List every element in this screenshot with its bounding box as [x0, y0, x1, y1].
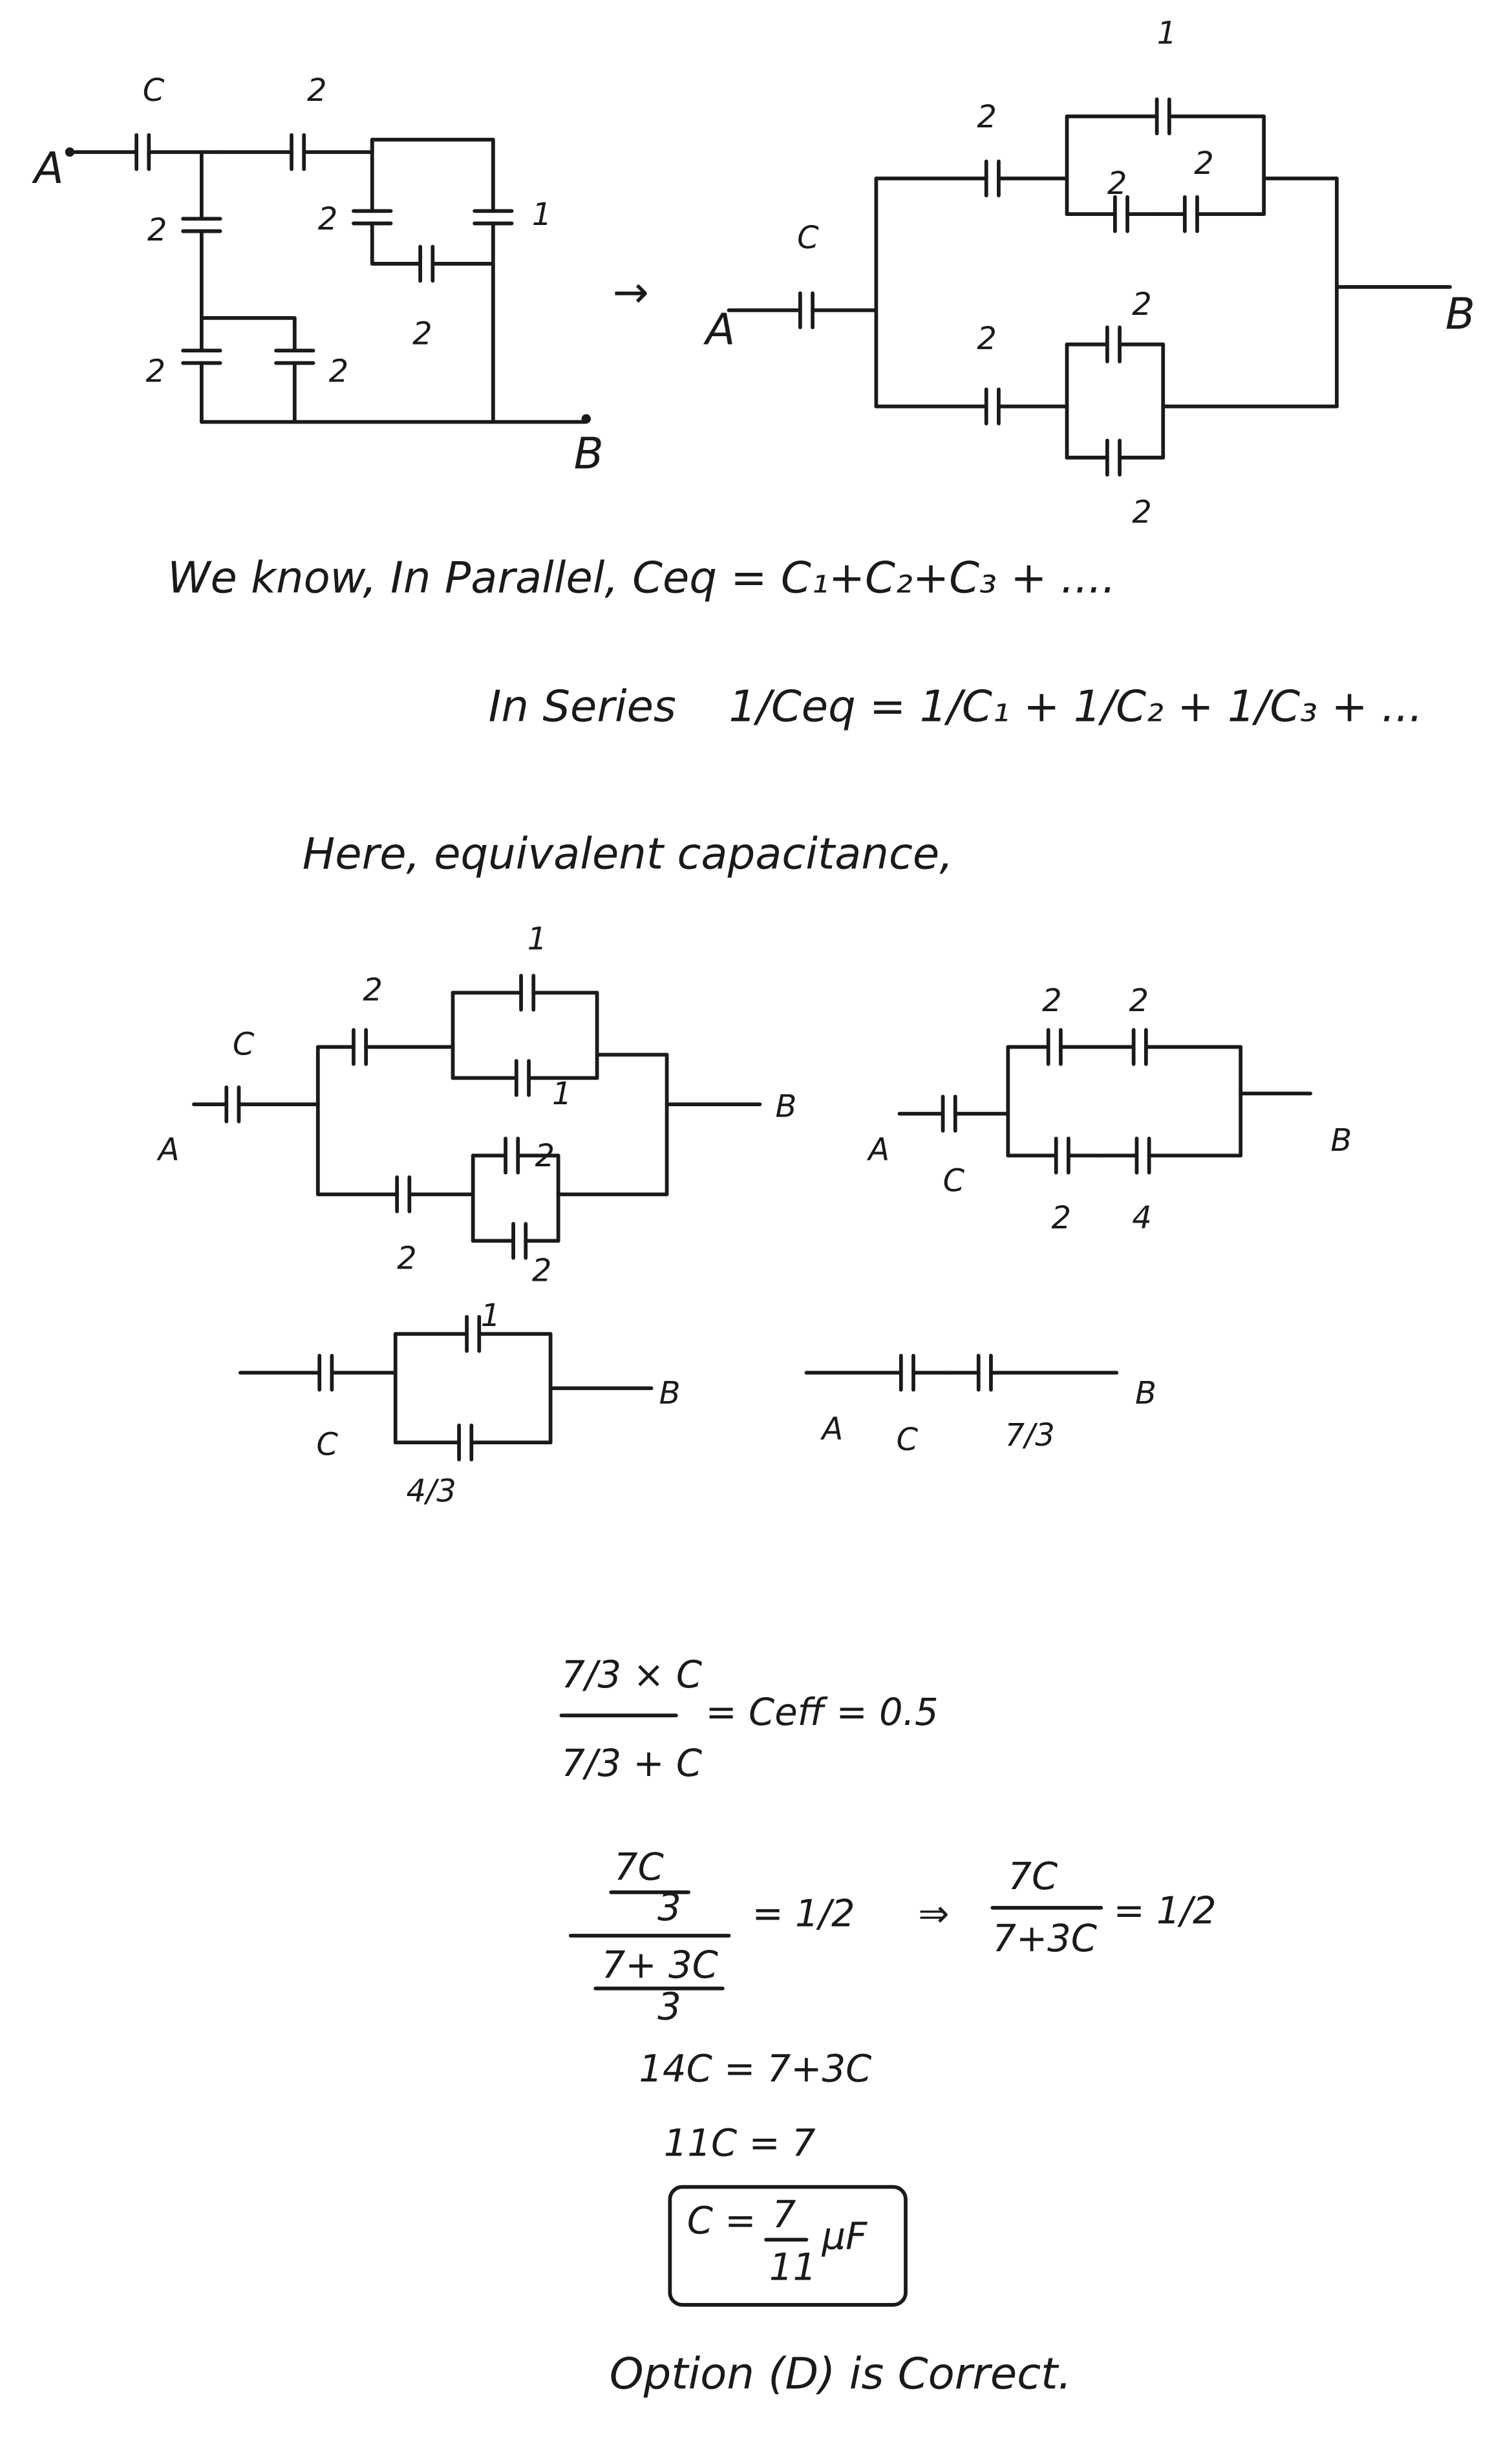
cap-label: 2	[535, 1138, 555, 1174]
eq4: 14C = 7+3C	[639, 2048, 871, 2091]
parallel-formula: We know, In Parallel, Ceq = C₁+C₂+C₃ + .…	[167, 553, 1116, 603]
arrow-icon: →	[613, 267, 649, 317]
cap-label: 2	[412, 316, 432, 352]
series-formula: 1/Ceq = 1/C₁ + 1/C₂ + 1/C₃ + ...	[729, 681, 1423, 732]
cap-label: C	[316, 1426, 338, 1462]
cap-label: 2	[147, 212, 167, 248]
cap-label: 7/3	[1005, 1417, 1055, 1453]
terminal-a: A	[866, 1132, 889, 1168]
cap-label: C	[797, 220, 819, 256]
terminal-b: B	[574, 429, 604, 479]
cap-label: 2	[1132, 286, 1152, 323]
terminal-a: A	[703, 305, 736, 355]
cap-label: 2	[532, 1253, 552, 1289]
cap-label: 2	[977, 99, 997, 135]
cap-label: 2	[977, 321, 997, 357]
eq1-rhs: = Ceff = 0.5	[706, 1691, 939, 1734]
cap-label: 1	[552, 1076, 572, 1112]
diagram-step2: A B C 2 2 2 4	[866, 983, 1352, 1236]
cap-label: C	[143, 72, 165, 109]
eq3-denominator: 7+3C	[992, 1917, 1097, 1960]
diagram-redrawn: A B C 2 1 2 2 2 2 2	[703, 15, 1475, 530]
terminal-b: B	[659, 1375, 681, 1411]
heading-equivalent: Here, equivalent capacitance,	[303, 829, 953, 879]
diagram-step3: B C 1 4/3	[316, 1298, 680, 1509]
eq2-den-bot: 3	[657, 1985, 681, 2029]
cap-label: 2	[146, 353, 166, 389]
eq2-num-bot: 3	[657, 1886, 681, 1929]
eq1-numerator: 7/3 × C	[561, 1653, 702, 1696]
cap-label: 2	[363, 972, 383, 1008]
terminal-a: A	[156, 1132, 180, 1168]
cap-label: 1	[1157, 15, 1177, 51]
series-label: In Series	[489, 681, 676, 732]
conclusion: Option (D) is Correct.	[610, 2349, 1072, 2399]
cap-label: 2	[329, 353, 349, 389]
terminal-b: B	[775, 1088, 796, 1124]
cap-label: 4/3	[407, 1473, 456, 1509]
eq5: 11C = 7	[664, 2122, 816, 2165]
diagram-step1: A B C 2 1 1 2 2 2	[156, 921, 797, 1289]
eq3-rhs: = 1/2	[1113, 1889, 1216, 1932]
terminal-b: B	[1330, 1122, 1352, 1159]
eq1-denominator: 7/3 + C	[561, 1742, 702, 1785]
cap-label: 2	[1129, 983, 1149, 1019]
answer-lhs: C =	[687, 2199, 756, 2243]
terminal-a: A	[820, 1411, 843, 1447]
answer-denominator: 11	[769, 2246, 816, 2289]
cap-label: 1	[527, 921, 548, 957]
diagram-original: A B C 2 2 2 2 2 2 1	[32, 72, 604, 479]
cap-label: 2	[318, 201, 338, 237]
eq3-numerator: 7C	[1008, 1855, 1058, 1898]
answer-unit: μF	[821, 2215, 868, 2258]
cap-label: C	[943, 1163, 965, 1199]
eq2-rhs: = 1/2	[752, 1892, 855, 1936]
cap-label: 2	[1042, 983, 1062, 1019]
eq2-den-top: 7+ 3C	[602, 1943, 718, 1987]
circuit-wires	[65, 97, 1452, 1462]
eq2-num-top: 7C	[614, 1846, 664, 1889]
answer-numerator: 7	[772, 2193, 796, 2236]
cap-label: C	[897, 1422, 919, 1458]
diagram-step4: A B C 7/3	[820, 1375, 1156, 1458]
cap-label: 2	[397, 1240, 417, 1276]
cap-label: 2	[1194, 145, 1214, 182]
cap-label: 2	[307, 72, 327, 109]
cap-label: 2	[1052, 1200, 1072, 1236]
terminal-dot	[581, 414, 591, 424]
cap-label: C	[233, 1026, 255, 1062]
cap-label: 1	[532, 197, 552, 233]
terminal-b: B	[1135, 1375, 1156, 1411]
calculation: 7/3 × C 7/3 + C = Ceff = 0.5 7C 3 7+ 3C …	[559, 1653, 1217, 2399]
implies-icon: ⇒	[918, 1892, 949, 1936]
terminal-a: A	[32, 143, 64, 193]
terminal-b: B	[1445, 289, 1475, 339]
cap-label: 1	[481, 1298, 501, 1334]
answer-box	[668, 2185, 908, 2307]
cap-label: 2	[1107, 166, 1127, 202]
cap-label: 2	[1132, 495, 1152, 531]
cap-label: 4	[1132, 1200, 1152, 1236]
